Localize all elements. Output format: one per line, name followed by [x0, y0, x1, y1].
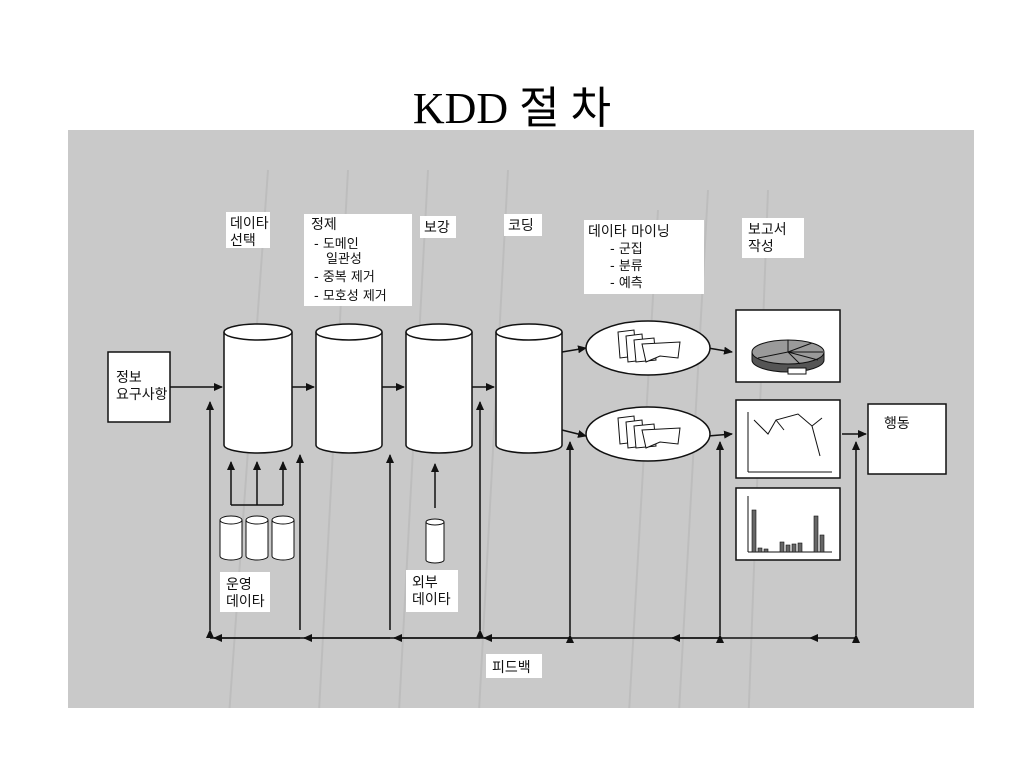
mining-process-upper	[585, 320, 711, 376]
svg-text:데이타: 데이타	[226, 594, 265, 610]
svg-text:운영: 운영	[226, 577, 252, 593]
svg-text:외부: 외부	[412, 575, 438, 591]
svg-text:- 중복 제거: - 중복 제거	[314, 270, 375, 285]
svg-text:행동: 행동	[884, 416, 910, 432]
operational-data-label: 운영 데이타	[220, 572, 270, 612]
mining-process-lower	[585, 406, 711, 462]
svg-text:정보: 정보	[116, 370, 142, 386]
stage-label-enrichment: 보강	[420, 216, 456, 238]
flow-arrows	[170, 345, 867, 439]
svg-text:- 모호성 제거: - 모호성 제거	[314, 289, 387, 304]
kdd-process-diagram: 데이타 선택 정제 - 도메인 일관성 - 중복 제거 - 모호성 제거 보강 …	[68, 130, 974, 708]
operational-data-arrows	[227, 461, 287, 506]
report-pie-chart	[735, 309, 841, 383]
report-bar-chart	[735, 487, 841, 561]
database-cylinder-coded	[495, 323, 563, 454]
svg-text:선택: 선택	[230, 233, 256, 249]
external-data-cylinder	[425, 518, 445, 564]
report-line-chart	[735, 399, 841, 479]
svg-text:요구사항: 요구사항	[116, 387, 168, 403]
feedback-vertical-arrows	[206, 401, 860, 643]
svg-text:정제: 정제	[311, 217, 337, 233]
svg-text:- 군집: - 군집	[610, 242, 643, 257]
svg-text:코딩: 코딩	[508, 218, 534, 234]
svg-text:데이타: 데이타	[412, 592, 451, 608]
stage-label-reporting: 보고서 작성	[742, 218, 804, 258]
info-requirements-box: 정보 요구사항	[107, 351, 171, 423]
svg-text:- 도메인: - 도메인	[314, 237, 359, 252]
database-cylinder-enriched	[405, 323, 473, 454]
database-cylinder-selected	[223, 323, 293, 454]
operational-data-cylinders	[219, 515, 295, 561]
stage-label-mining: 데이타 마이닝 - 군집 - 분류 - 예측	[584, 220, 704, 294]
svg-text:데이타: 데이타	[230, 216, 269, 232]
svg-text:- 분류: - 분류	[610, 259, 643, 274]
database-cylinder-cleaned	[315, 323, 383, 454]
svg-text:보강: 보강	[424, 220, 450, 236]
svg-text:일관성: 일관성	[326, 252, 362, 267]
svg-text:데이타 마이닝: 데이타 마이닝	[588, 224, 670, 240]
stage-label-coding: 코딩	[504, 214, 542, 236]
external-data-label: 외부 데이타	[406, 570, 458, 612]
stage-label-cleaning: 정제 - 도메인 일관성 - 중복 제거 - 모호성 제거	[304, 214, 412, 306]
svg-text:작성: 작성	[748, 239, 774, 255]
page-title: KDD 절 차	[412, 84, 612, 133]
svg-text:- 예측: - 예측	[610, 276, 643, 291]
svg-text:보고서: 보고서	[748, 222, 787, 238]
stage-label-selection: 데이타 선택	[226, 212, 270, 249]
action-box: 행동	[867, 403, 947, 475]
svg-text:피드백: 피드백	[492, 660, 531, 676]
feedback-label: 피드백	[486, 654, 542, 678]
